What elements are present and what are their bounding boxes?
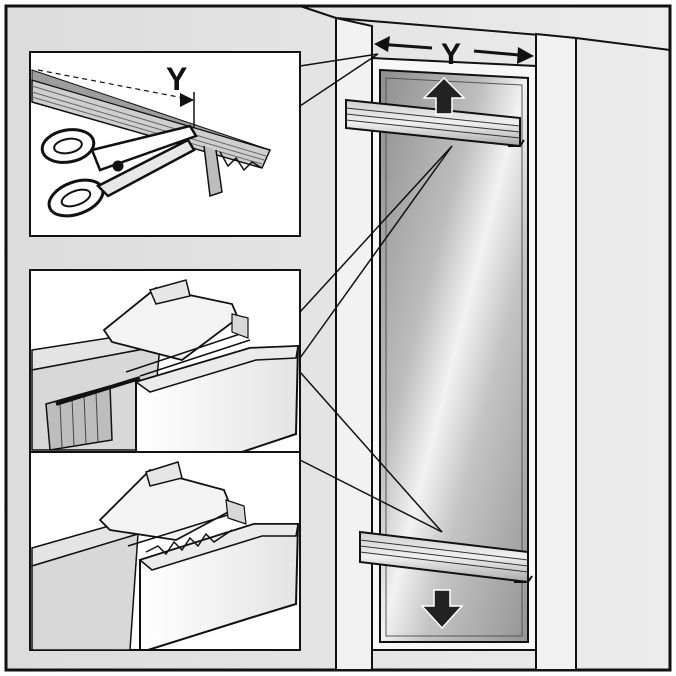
ceiling-line — [299, 5, 671, 51]
arrow-down-icon — [420, 589, 464, 630]
inset-details — [29, 269, 301, 651]
scissors-icon — [40, 124, 198, 218]
mirror-panel — [379, 68, 529, 643]
width-dimension-top — [371, 30, 537, 72]
detail-lower — [31, 461, 300, 651]
left-cabinet-side — [335, 16, 373, 671]
arrow-up-icon — [422, 76, 466, 115]
top-strip — [345, 98, 525, 148]
width-label-inset: Y — [166, 61, 187, 97]
callout-lines — [299, 53, 453, 533]
bottom-strip — [359, 530, 533, 584]
detail-upper — [31, 279, 300, 453]
mirror-inner-border — [385, 77, 523, 637]
right-cabinet-side — [535, 32, 577, 671]
width-label-top: Y — [441, 38, 461, 71]
